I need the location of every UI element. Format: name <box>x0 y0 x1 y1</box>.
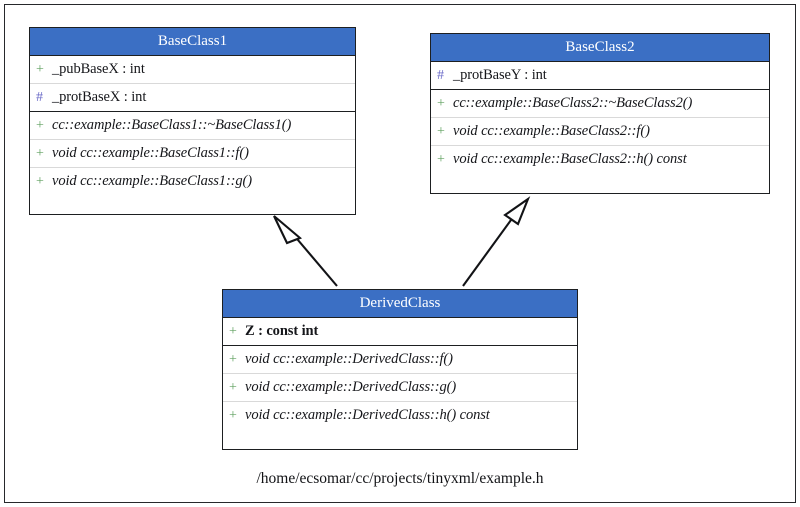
attribute-row: + Z : const int <box>223 318 577 345</box>
attribute-label: Z : const int <box>245 323 319 339</box>
operation-label: void cc::example::BaseClass1::f() <box>52 145 249 161</box>
attribute-row: # _protBaseY : int <box>431 62 769 89</box>
diagram-caption: /home/ecsomar/cc/projects/tinyxml/exampl… <box>256 470 544 487</box>
uml-class-baseclass2[interactable]: BaseClass2 # _protBaseY : int + cc::exam… <box>430 33 770 194</box>
operation-row: + void cc::example::DerivedClass::h() co… <box>223 401 577 429</box>
operations-section-derivedclass: + void cc::example::DerivedClass::f() + … <box>223 346 577 429</box>
class-name-baseclass2: BaseClass2 <box>431 34 769 62</box>
class-name-derivedclass: DerivedClass <box>223 290 577 318</box>
class-name-baseclass1: BaseClass1 <box>30 28 355 56</box>
attributes-section-derivedclass: + Z : const int <box>223 318 577 346</box>
operation-label: void cc::example::DerivedClass::f() <box>245 351 453 367</box>
visibility-marker-protected: # <box>437 67 444 83</box>
generalization-derivedclass-to-baseclass1 <box>273 215 338 287</box>
attributes-section-baseclass1: + _pubBaseX : int # _protBaseX : int <box>30 56 355 112</box>
operation-label: void cc::example::DerivedClass::g() <box>245 379 457 395</box>
operation-row: + cc::example::BaseClass1::~BaseClass1() <box>30 112 355 139</box>
visibility-marker-public: + <box>437 151 445 167</box>
visibility-marker-public: + <box>36 117 44 133</box>
attribute-row: + _pubBaseX : int <box>30 56 355 83</box>
attribute-label: _pubBaseX : int <box>52 61 145 77</box>
visibility-marker-public: + <box>36 145 44 161</box>
operation-label: void cc::example::DerivedClass::h() cons… <box>245 407 490 423</box>
visibility-marker-public: + <box>229 379 237 395</box>
visibility-marker-public: + <box>229 323 237 339</box>
operation-row: + void cc::example::BaseClass1::g() <box>30 167 355 195</box>
attribute-label: _protBaseX : int <box>52 89 147 105</box>
visibility-marker-public: + <box>229 407 237 423</box>
visibility-marker-public: + <box>36 61 44 77</box>
uml-class-derivedclass[interactable]: DerivedClass + Z : const int + void cc::… <box>222 289 578 450</box>
operation-label: void cc::example::BaseClass2::f() <box>453 123 650 139</box>
attributes-section-baseclass2: # _protBaseY : int <box>431 62 769 90</box>
operation-label: void cc::example::BaseClass2::h() const <box>453 151 687 167</box>
operations-section-baseclass1: + cc::example::BaseClass1::~BaseClass1()… <box>30 112 355 195</box>
operation-row: + void cc::example::BaseClass2::h() cons… <box>431 145 769 173</box>
operation-row: + cc::example::BaseClass2::~BaseClass2() <box>431 90 769 117</box>
visibility-marker-public: + <box>437 95 445 111</box>
uml-class-baseclass1[interactable]: BaseClass1 + _pubBaseX : int # _protBase… <box>29 27 356 215</box>
operation-label: cc::example::BaseClass2::~BaseClass2() <box>453 95 693 111</box>
visibility-marker-public: + <box>229 351 237 367</box>
operation-row: + void cc::example::BaseClass1::f() <box>30 139 355 167</box>
attribute-label: _protBaseY : int <box>453 67 547 83</box>
visibility-marker-public: + <box>437 123 445 139</box>
operation-row: + void cc::example::DerivedClass::g() <box>223 373 577 401</box>
operation-label: void cc::example::BaseClass1::g() <box>52 173 253 189</box>
operations-section-baseclass2: + cc::example::BaseClass2::~BaseClass2()… <box>431 90 769 173</box>
generalization-derivedclass-to-baseclass2 <box>462 196 531 287</box>
operation-row: + void cc::example::DerivedClass::f() <box>223 346 577 373</box>
visibility-marker-protected: # <box>36 89 43 105</box>
attribute-row: # _protBaseX : int <box>30 83 355 111</box>
operation-row: + void cc::example::BaseClass2::f() <box>431 117 769 145</box>
operation-label: cc::example::BaseClass1::~BaseClass1() <box>52 117 292 133</box>
visibility-marker-public: + <box>36 173 44 189</box>
